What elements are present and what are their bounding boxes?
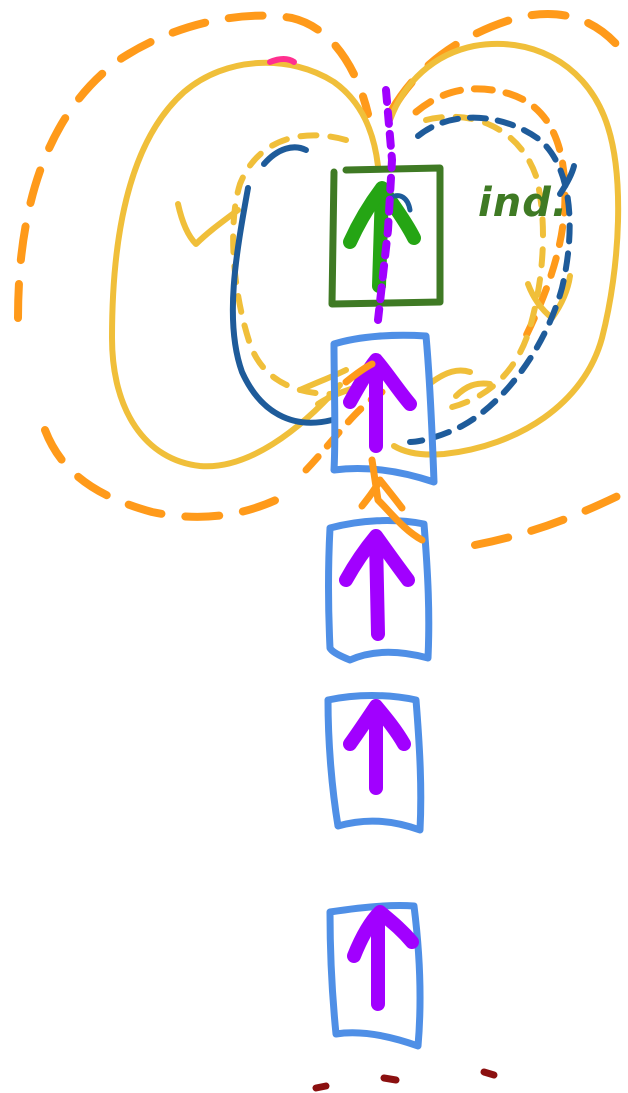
yellow-inner-left-dashed xyxy=(233,135,346,394)
orange-outer-bottom-left xyxy=(45,430,295,517)
orange-outer-left-loop xyxy=(18,16,368,318)
bottom-dots xyxy=(316,1072,494,1088)
red-dot-2 xyxy=(384,1078,396,1080)
blue-top-left-arrow xyxy=(264,147,306,164)
outer-orange-field-lines xyxy=(18,14,620,545)
blue-left-field-line xyxy=(233,188,332,423)
purple-arrow-2-shaft xyxy=(376,540,378,634)
yellow-left-arrow-head xyxy=(178,204,238,244)
induced-label: ind. xyxy=(478,180,568,226)
red-dot-1 xyxy=(316,1086,326,1088)
pink-accent xyxy=(270,59,294,62)
orange-outer-bottom-right xyxy=(475,495,620,545)
red-dot-3 xyxy=(484,1072,494,1075)
